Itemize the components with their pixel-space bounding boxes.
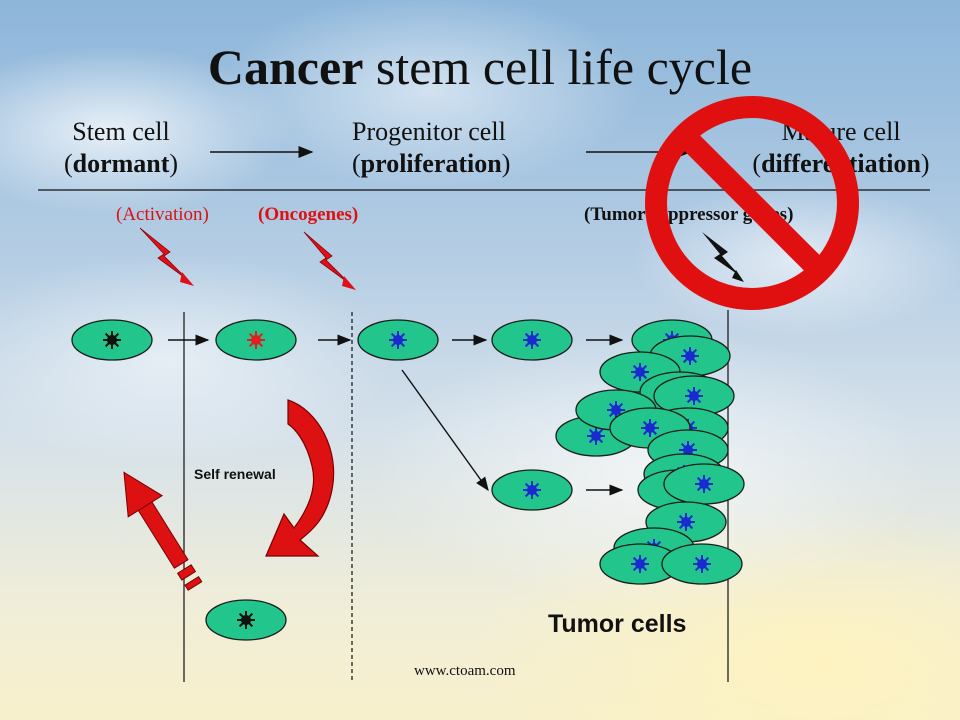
- cells-layer: [71, 319, 745, 641]
- nucleus-icon: [523, 481, 541, 499]
- lightning-icon-activation: [139, 227, 194, 286]
- self-renewal-arrow: [265, 399, 335, 557]
- nucleus-icon: [631, 363, 649, 381]
- stage-stem: Stem cell (dormant): [36, 116, 206, 180]
- cell-3: [357, 319, 439, 361]
- nucleus-icon: [693, 555, 711, 573]
- cell-6: [491, 469, 573, 511]
- stage-progenitor-name: Progenitor cell: [352, 117, 506, 146]
- cell-19: [663, 463, 745, 505]
- stage-stem-state: (dormant): [63, 149, 179, 178]
- nucleus-icon: [695, 475, 713, 493]
- lightning-icon-oncogenes: [303, 231, 356, 290]
- nucleus-icon: [681, 347, 699, 365]
- oncogenes-label: (Oncogenes): [258, 204, 359, 225]
- nucleus-icon: [685, 387, 703, 405]
- nucleus-icon: [523, 331, 541, 349]
- cell-4: [491, 319, 573, 361]
- nucleus-icon: [237, 611, 255, 629]
- cell-1: [71, 319, 153, 361]
- return-arrow: [123, 471, 203, 591]
- nucleus-icon: [677, 513, 695, 531]
- cell-2: [215, 319, 297, 361]
- nucleus-icon: [103, 331, 121, 349]
- nucleus-icon: [631, 555, 649, 573]
- cell-5: [205, 599, 287, 641]
- self-renewal-label: Self renewal: [194, 466, 276, 482]
- stage-progenitor: Progenitor cell (proliferation): [352, 116, 552, 180]
- stage-progenitor-state: (proliferation): [352, 149, 511, 178]
- title-rest: stem cell life cycle: [363, 39, 753, 95]
- cell-23: [661, 543, 743, 585]
- title-bold: Cancer: [207, 39, 364, 95]
- tumor-suppressor-label: (Tumor suppressor genes): [584, 204, 794, 225]
- page-title: Cancer stem cell life cycle: [0, 38, 960, 96]
- cell-22: [599, 543, 681, 585]
- nucleus-icon: [587, 427, 605, 445]
- nucleus-icon: [389, 331, 407, 349]
- nucleus-icon: [641, 419, 659, 437]
- tumor-cells-label: Tumor cells: [548, 610, 687, 638]
- nucleus-icon: [247, 331, 265, 349]
- prohibition-sign: [645, 96, 859, 310]
- stage-stem-name: Stem cell: [72, 117, 170, 146]
- arrow-branch-down: [401, 369, 489, 492]
- lightning-icon-suppressor: [702, 232, 744, 282]
- source-url: www.ctoam.com: [414, 663, 516, 679]
- activation-label: (Activation): [116, 204, 209, 225]
